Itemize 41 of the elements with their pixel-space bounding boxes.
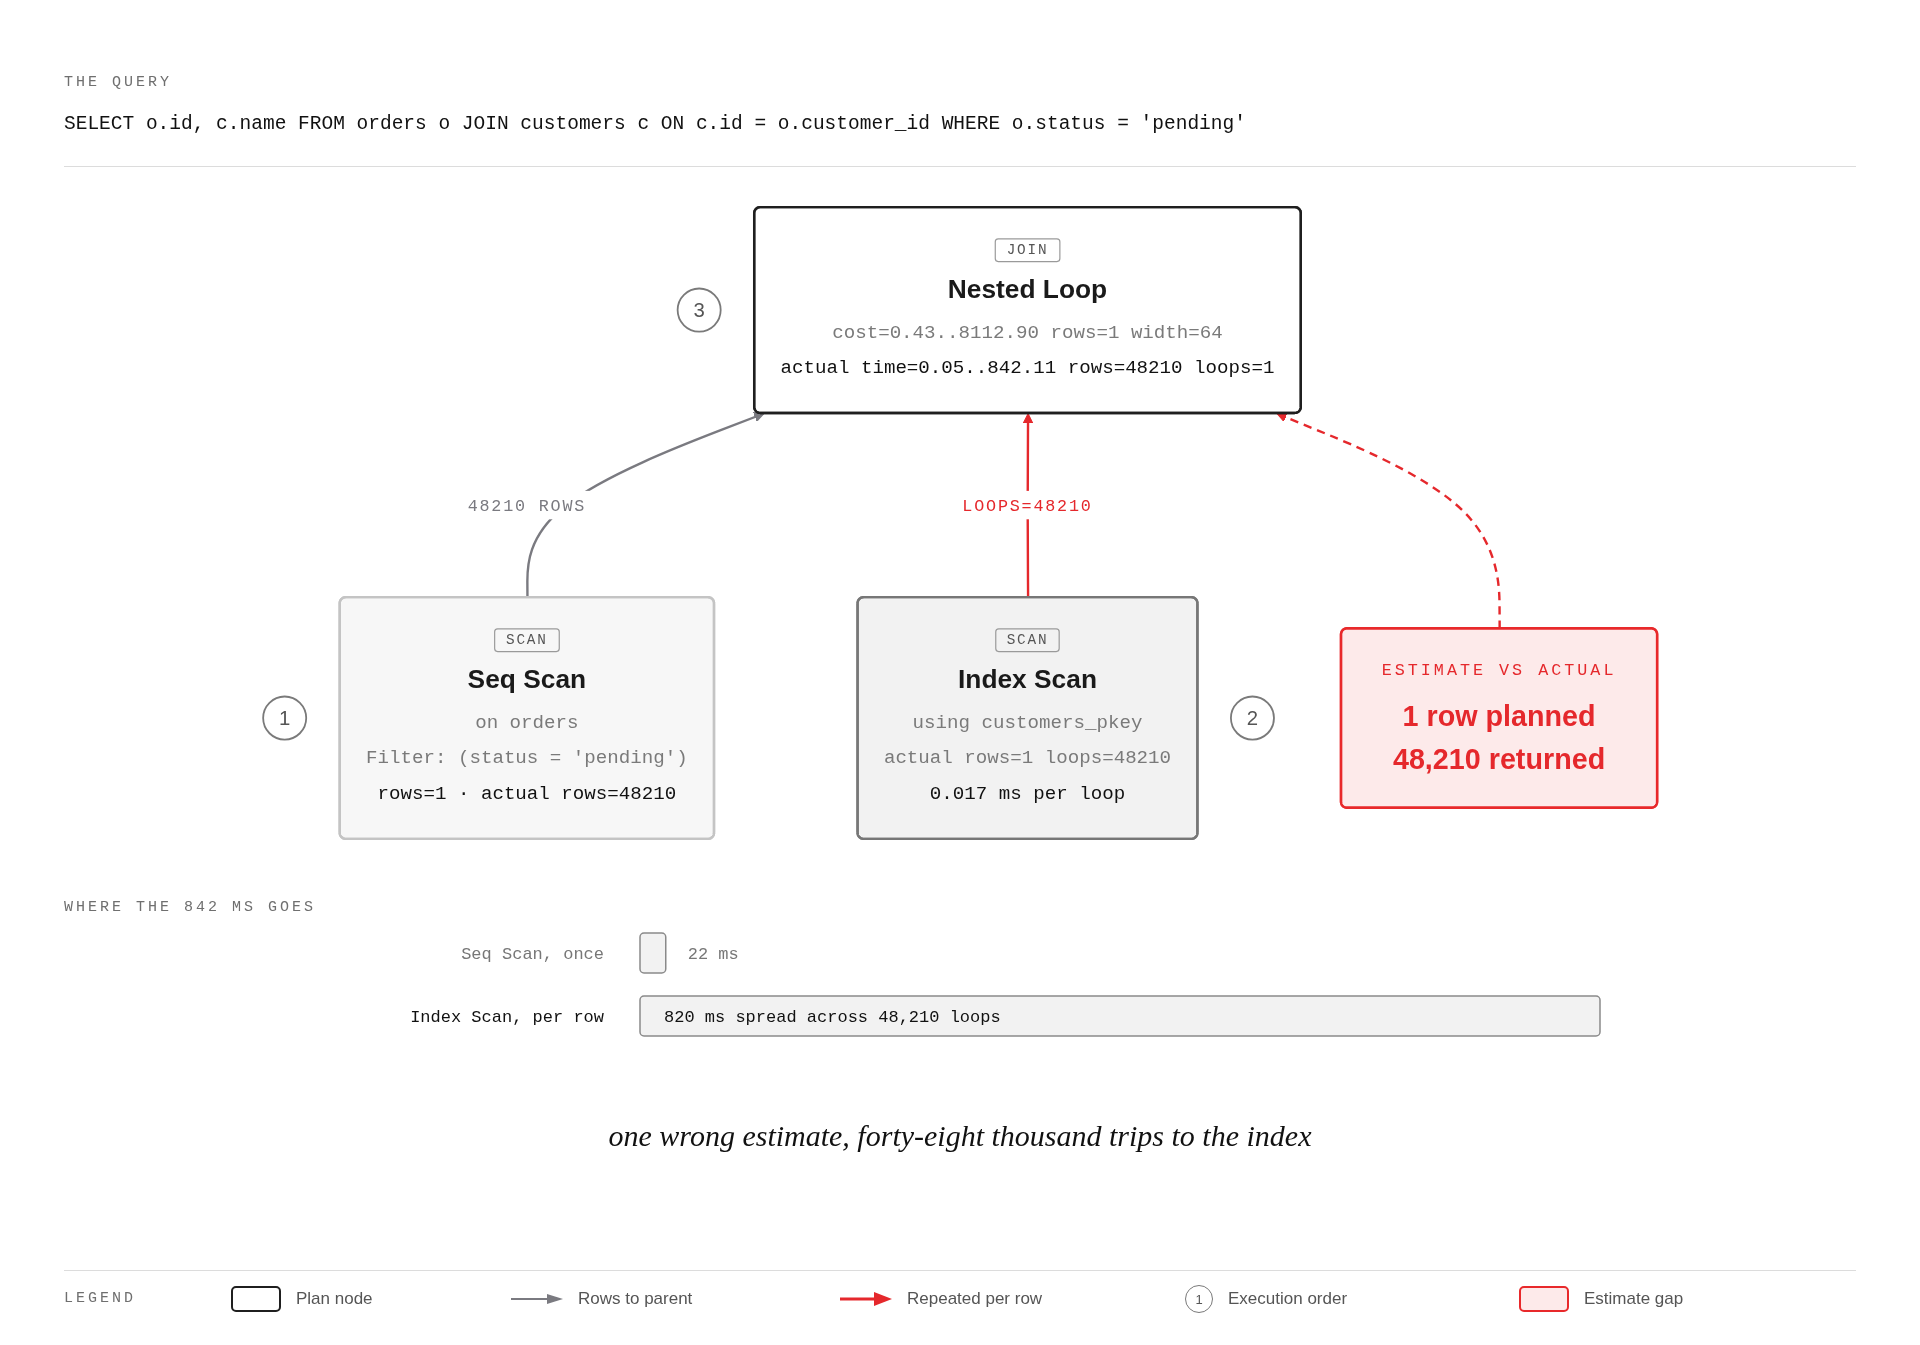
query-text: SELECT o.id, c.name FROM orders o JOIN customers c ON c.id = o.customer_id WHERE o.status = 'pending' xyxy=(64,112,1246,136)
node-title: Index Scan xyxy=(957,664,1097,696)
callout-heading: ESTIMATE VS ACTUAL xyxy=(1381,659,1617,681)
section-heading: THE QUERY xyxy=(64,74,172,92)
execution-order-badge: 1 xyxy=(262,695,307,741)
chart-title: WHERE THE 842 MS GOES xyxy=(64,899,317,917)
node-type-tag: JOIN xyxy=(994,238,1061,263)
edge-label: LOOPS=48210 xyxy=(961,495,1094,518)
node-type-tag: SCAN xyxy=(493,628,560,653)
legend-label: Execution order xyxy=(1228,1288,1348,1310)
plan-node xyxy=(338,596,716,841)
value-label: 22 ms xyxy=(687,945,739,964)
dashed-arrow xyxy=(1276,412,1501,629)
category-label: Seq Scan, once xyxy=(461,945,604,964)
legend-label: Repeated per row xyxy=(907,1288,1043,1310)
node-title: Seq Scan xyxy=(467,664,586,696)
category-label: Index Scan, per row xyxy=(410,1008,604,1027)
callout-figure: 1 row planned xyxy=(1402,699,1596,735)
execution-order-badge: 2 xyxy=(1229,695,1275,741)
callout-figure: 48,210 returned xyxy=(1392,742,1606,778)
legend-title: LEGEND xyxy=(64,1290,136,1308)
node-detail: cost=0.43..8112.90 rows=1 width=64 xyxy=(832,321,1223,345)
node-stat: actual time=0.05..842.11 rows=48210 loops=1 xyxy=(780,356,1275,381)
node-detail: Filter: (status = 'pending') xyxy=(365,746,688,771)
edge-label: 48210 ROWS xyxy=(466,495,587,518)
plan-node xyxy=(752,205,1302,415)
caption: one wrong estimate, forty-eight thousand trips to the index xyxy=(608,1118,1312,1154)
order-badge: 1 xyxy=(1185,1285,1213,1313)
node-detail: using customers_pkey xyxy=(912,711,1143,735)
node-detail: actual rows=1 loops=48210 xyxy=(883,746,1171,771)
legend-label: Plan node xyxy=(296,1288,373,1310)
node-title: Nested Loop xyxy=(947,274,1108,306)
node-stat: rows=1 · actual rows=48210 xyxy=(377,782,677,807)
estimate-callout xyxy=(1339,627,1659,809)
value-label: 820 ms spread across 48,210 loops xyxy=(664,1008,1001,1027)
legend-label: Estimate gap xyxy=(1584,1288,1684,1310)
execution-order-badge: 3 xyxy=(676,287,722,333)
plan-node xyxy=(856,596,1199,841)
legend-label: Rows to parent xyxy=(578,1288,693,1310)
node-stat: 0.017 ms per loop xyxy=(929,782,1125,807)
node-detail: on orders xyxy=(475,711,579,735)
